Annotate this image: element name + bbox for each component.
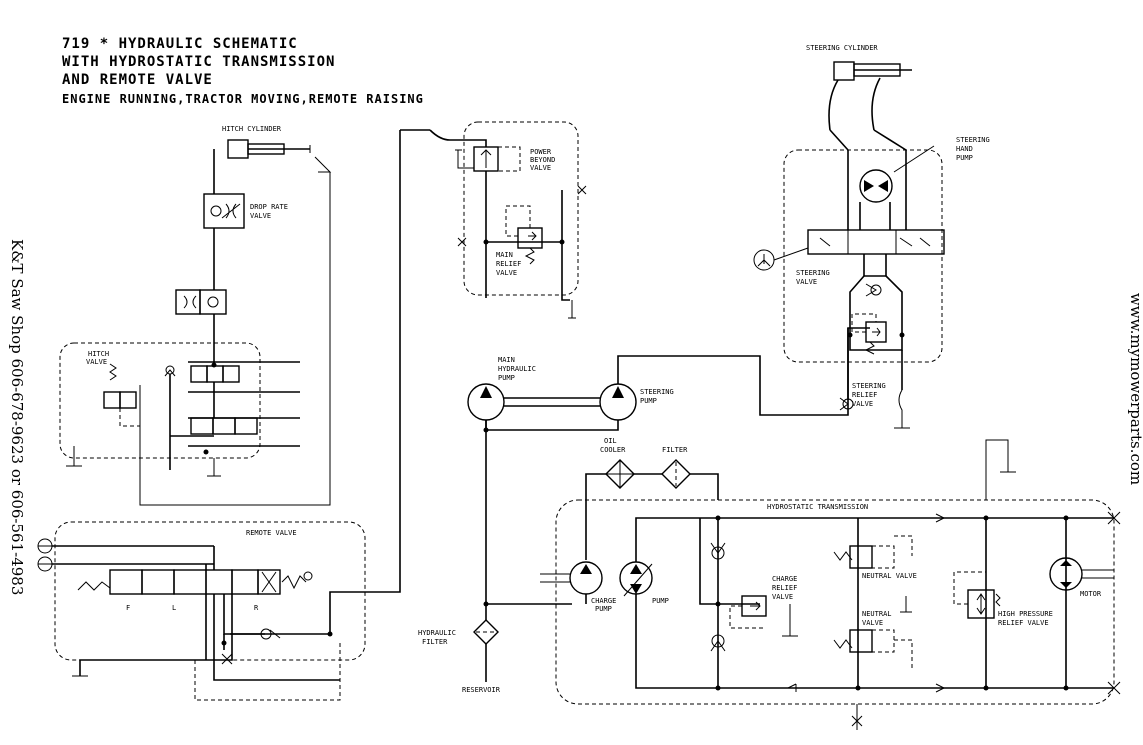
charge-relief-label-3: VALVE: [772, 593, 793, 601]
remote-valve-label: REMOTE VALVE: [246, 529, 297, 537]
transmission-filter: FILTER: [661, 446, 691, 489]
charge-relief-label-2: RELIEF: [772, 584, 797, 592]
steering-hand-label-1: STEERING: [956, 136, 990, 144]
steering-relief-label-2: RELIEF: [852, 391, 877, 399]
steering-cylinder: STEERING CYLINDER: [806, 44, 912, 81]
oil-cooler: OIL COOLER: [600, 437, 635, 489]
oil-cooler-label-2: COOLER: [600, 446, 626, 454]
remote-valve-block: REMOTE VALVE F L R: [37, 130, 401, 701]
schematic-subtitle: ENGINE RUNNING,TRACTOR MOVING,REMOTE RAI…: [62, 92, 424, 106]
hitch-valve-block: HITCH VALVE: [59, 342, 261, 459]
oil-cooler-label-1: OIL: [604, 437, 617, 445]
steering-unit-block: STEERING HAND PUMP STEERING VALVE: [753, 136, 990, 363]
filter-label: FILTER: [662, 446, 688, 454]
steering-relief-label-3: VALVE: [852, 400, 873, 408]
hydraulic-filter-label-2: FILTER: [422, 638, 448, 646]
main-pump-label-1: MAIN: [498, 356, 515, 364]
steering-pump: STEERING PUMP: [599, 383, 674, 421]
power-beyond-label-3: VALVE: [530, 164, 551, 172]
neutral-valve-label-b2: VALVE: [862, 619, 883, 627]
spool-label-l: L: [172, 604, 176, 612]
steering-valve-label-1: STEERING: [796, 269, 830, 277]
main-relief-label-1: MAIN: [496, 251, 513, 259]
hitch-cylinder-label: HITCH CYLINDER: [222, 125, 282, 133]
spool-label-r: R: [254, 604, 259, 612]
steering-hand-label-3: PUMP: [956, 154, 973, 162]
hydrostatic-transmission-block: HYDROSTATIC TRANSMISSION CHARGE PUMP PUM…: [540, 439, 1121, 730]
reservoir-label: RESERVOIR: [462, 686, 501, 694]
high-pressure-label-2: RELIEF VALVE: [998, 619, 1049, 627]
power-beyond-valve-block: POWER BEYOND VALVE MAIN RELIEF VALVE: [400, 121, 587, 319]
hitch-valve-label-2: VALVE: [86, 358, 107, 366]
motor-label: MOTOR: [1080, 590, 1102, 598]
steering-hand-label-2: HAND: [956, 145, 973, 153]
drop-rate-valve: DROP RATE VALVE: [203, 193, 288, 229]
main-pump-label-2: HYDRAULIC: [498, 365, 536, 373]
charge-relief-label-1: CHARGE: [772, 575, 797, 583]
neutral-valve-label-a: NEUTRAL VALVE: [862, 572, 917, 580]
main-relief-label-3: VALVE: [496, 269, 517, 277]
charge-pump-label-2: PUMP: [595, 605, 612, 613]
hitch-valve-label-1: HITCH: [88, 350, 109, 358]
steering-relief-label-1: STEERING: [852, 382, 886, 390]
charge-pump-label-1: CHARGE: [591, 597, 616, 605]
neutral-valve-label-b1: NEUTRAL: [862, 610, 892, 618]
schematic-title-line-1: 719 * HYDRAULIC SCHEMATIC: [62, 36, 298, 52]
pump-label: PUMP: [652, 597, 669, 605]
high-pressure-label-1: HIGH PRESSURE: [998, 610, 1053, 618]
hitch-cylinder: HITCH CYLINDER: [222, 125, 311, 159]
hitch-lock-valve: [175, 289, 227, 315]
main-pump-label-3: PUMP: [498, 374, 515, 382]
power-beyond-label-1: POWER: [530, 148, 552, 156]
schematic-title-line-3: AND REMOTE VALVE: [62, 72, 213, 88]
steering-valve-label-2: VALVE: [796, 278, 817, 286]
hydraulic-filter: HYDRAULIC FILTER RESERVOIR: [418, 619, 501, 694]
drop-rate-label-1: DROP RATE: [250, 203, 288, 211]
hydrostatic-label: HYDROSTATIC TRANSMISSION: [767, 503, 868, 511]
schematic-title-line-2: WITH HYDROSTATIC TRANSMISSION: [62, 54, 336, 70]
steering-pump-label-2: PUMP: [640, 397, 657, 405]
steering-cylinder-label: STEERING CYLINDER: [806, 44, 878, 52]
main-hydraulic-pump: MAIN HYDRAULIC PUMP: [467, 356, 536, 421]
hydraulic-filter-label-1: HYDRAULIC: [418, 629, 456, 637]
main-relief-label-2: RELIEF: [496, 260, 521, 268]
power-beyond-label-2: BEYOND: [530, 156, 555, 164]
spool-label-f: F: [126, 604, 130, 612]
steering-pump-label-1: STEERING: [640, 388, 674, 396]
drop-rate-label-2: VALVE: [250, 212, 271, 220]
